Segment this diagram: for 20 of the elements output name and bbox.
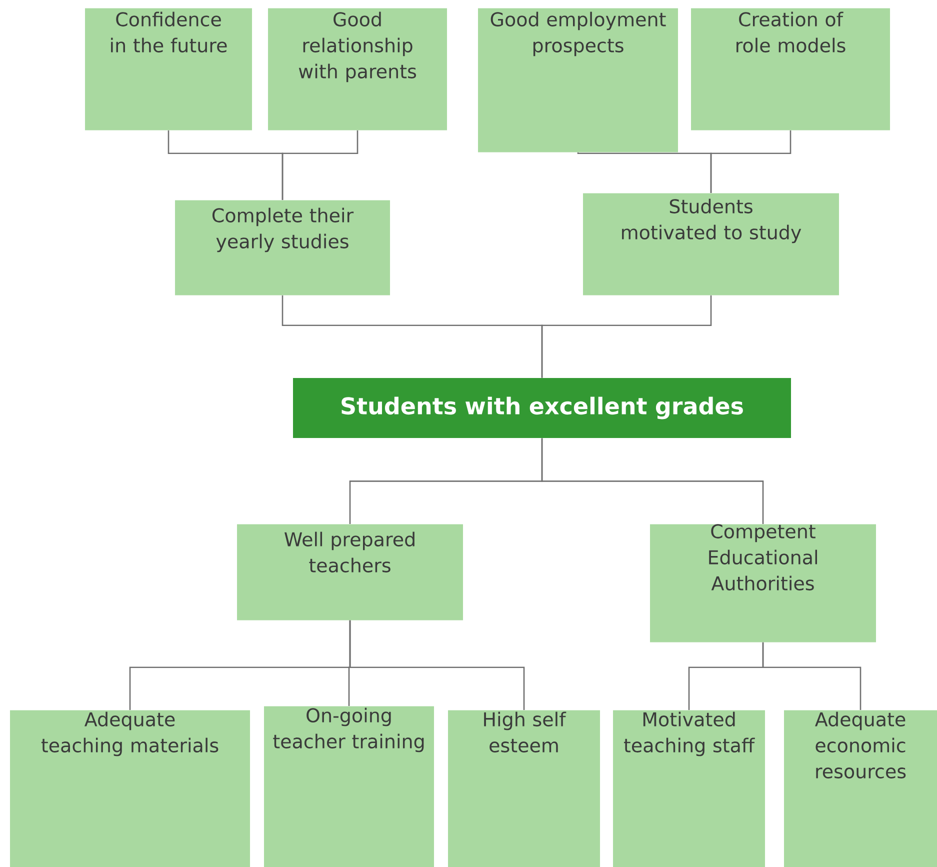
factor-box: Adequate teaching materials <box>10 710 250 867</box>
factor-box: High self esteem <box>448 710 600 867</box>
connector-line <box>710 130 792 193</box>
connector-line <box>541 438 764 524</box>
connector-line <box>282 130 358 200</box>
factor-box: Complete their yearly studies <box>175 200 390 296</box>
factor-box: Motivated teaching staff <box>613 710 765 867</box>
factor-box: Creation of role models <box>691 8 890 130</box>
factor-box: Confidence in the future <box>85 8 252 130</box>
factor-box: Competent Educational Authorities <box>650 524 876 642</box>
factor-box: On-going teacher training <box>264 706 434 867</box>
title-box: Students with excellent grades <box>293 378 791 438</box>
factor-box: Students motivated to study <box>583 193 839 296</box>
factor-box: Adequate economic resources <box>784 710 937 867</box>
factor-box: Well prepared teachers <box>237 524 463 620</box>
connector-line <box>541 295 712 378</box>
factor-box: Good relationship with parents <box>268 8 447 130</box>
connector-line <box>349 620 525 710</box>
factor-box: Good employment prospects <box>478 8 678 152</box>
connector-line <box>762 642 862 710</box>
